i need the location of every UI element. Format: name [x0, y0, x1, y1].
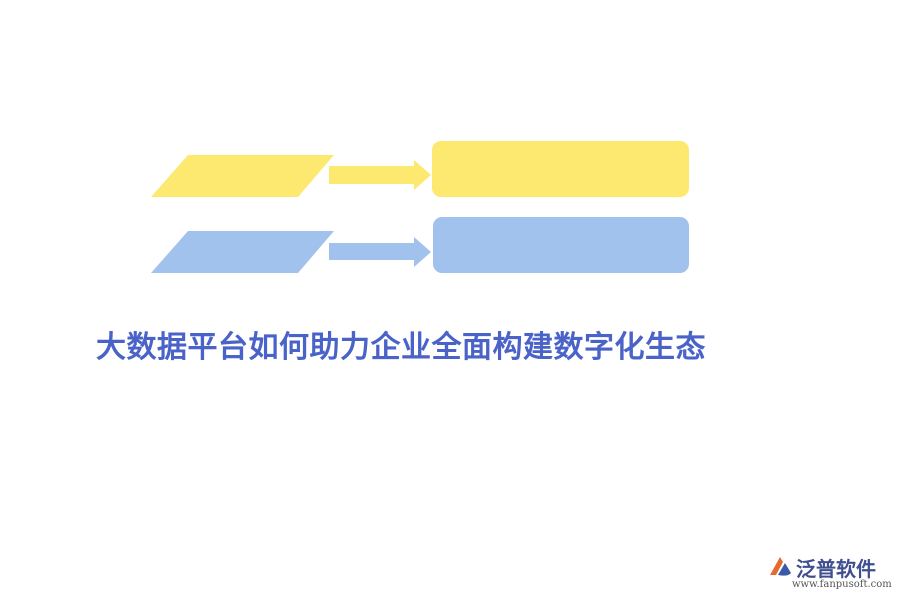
logo-mark-orange	[770, 557, 783, 575]
page-title: 大数据平台如何助力企业全面构建数字化生态	[96, 330, 706, 365]
output-box-2	[433, 217, 689, 273]
logo-url: www.fanpusoft.com	[792, 579, 892, 590]
output-box-1	[432, 141, 689, 197]
fanpu-logo-icon	[770, 557, 791, 576]
logo-name: 泛普软件	[796, 557, 876, 581]
process-diagram	[151, 141, 689, 273]
arrow-1	[329, 160, 431, 190]
arrow-2	[329, 237, 431, 267]
brand-logo: 泛普软件 www.fanpusoft.com	[766, 553, 892, 593]
input-parallelogram-2	[151, 231, 334, 273]
logo-mark-blue	[778, 563, 791, 576]
input-parallelogram-1	[151, 155, 334, 197]
